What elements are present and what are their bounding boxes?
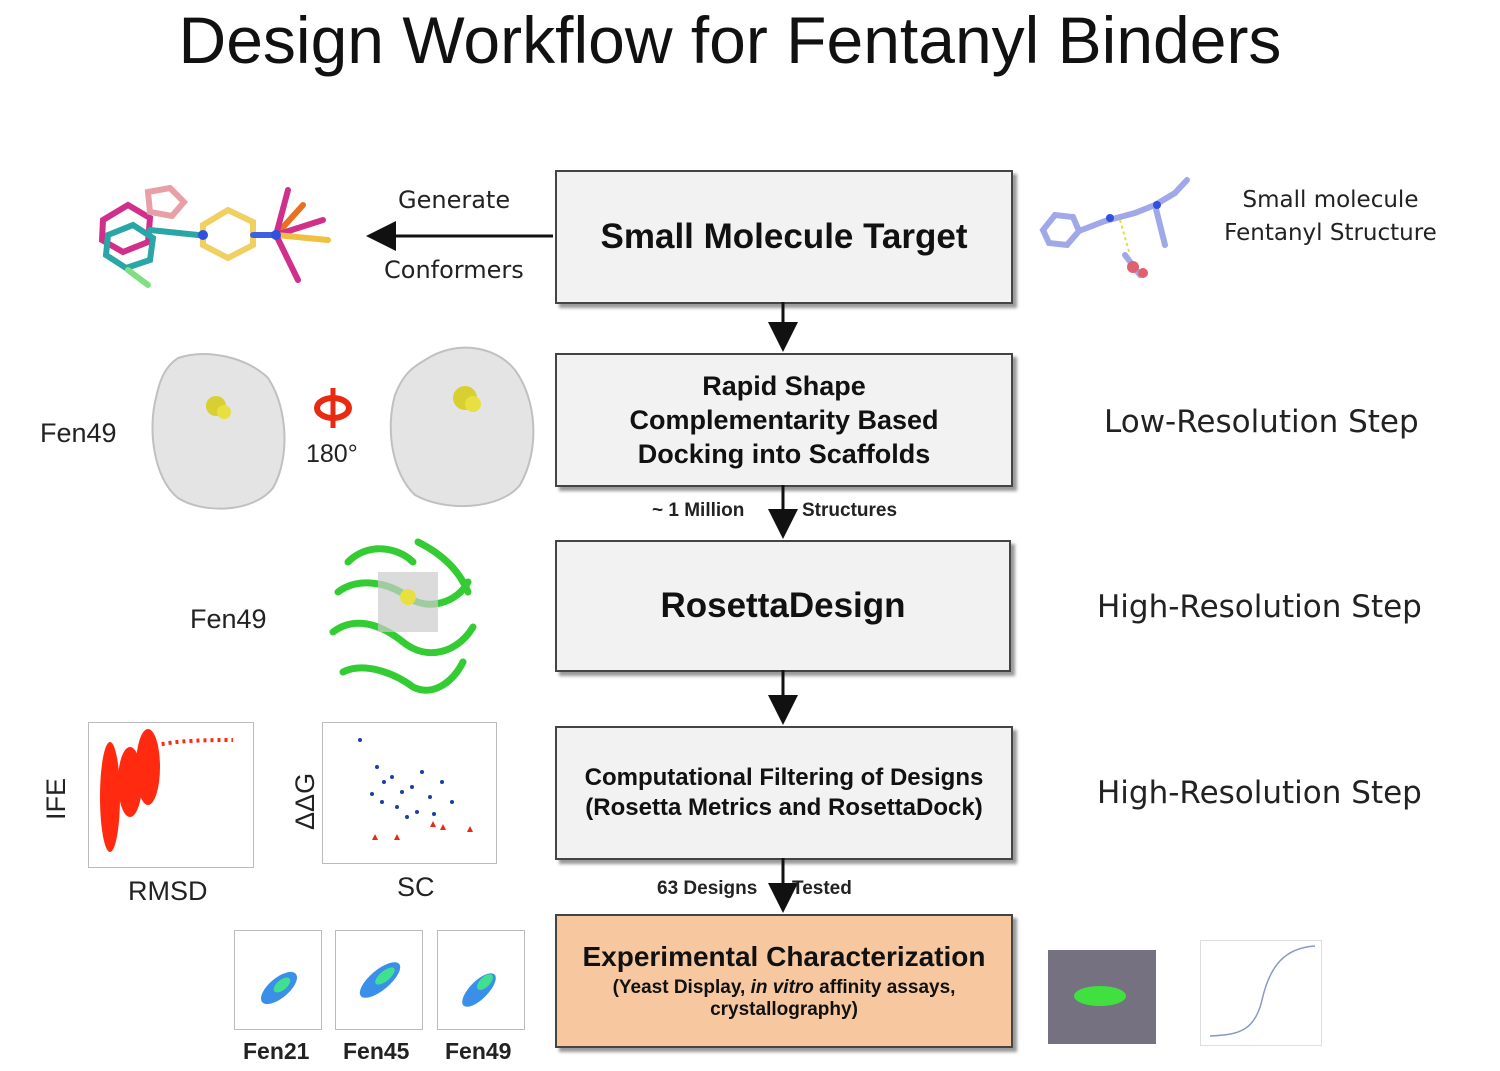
low-resolution-label: Low-Resolution Step bbox=[1104, 404, 1419, 440]
rotation-label: 180° bbox=[306, 440, 358, 468]
flow-label-fen45: Fen45 bbox=[343, 1038, 410, 1064]
structures-label: Structures bbox=[802, 500, 898, 521]
rosettadesign-protein-image bbox=[329, 538, 477, 694]
page-title: Design Workflow for Fentanyl Binders bbox=[178, 3, 1282, 77]
fen49-label-design: Fen49 bbox=[190, 604, 267, 634]
step-label: Experimental Characterization bbox=[582, 941, 986, 972]
protein-surface-back bbox=[389, 346, 535, 508]
step-sublabel-line2: crystallography) bbox=[710, 999, 858, 1020]
conformers-label: Conformers bbox=[384, 256, 524, 284]
flow-plot-fen49 bbox=[437, 930, 525, 1030]
flow-label-fen49: Fen49 bbox=[445, 1038, 512, 1064]
high-resolution-label-2: High-Resolution Step bbox=[1097, 775, 1422, 811]
fentanyl-structure-image bbox=[1039, 177, 1190, 278]
step-label-line: Complementarity Based bbox=[629, 405, 939, 435]
step-label-line: Docking into Scaffolds bbox=[637, 439, 931, 469]
flow-plot-fen21 bbox=[234, 930, 322, 1030]
binding-curve-plot bbox=[1200, 940, 1322, 1046]
step-label-line: Rapid Shape bbox=[702, 371, 866, 401]
step-sublabel: (Yeast Display, in vitro affinity assays… bbox=[612, 977, 956, 998]
step-label-line: Computational Filtering of Designs bbox=[584, 764, 984, 791]
rmsd-label: RMSD bbox=[128, 876, 208, 906]
generate-label: Generate bbox=[398, 186, 511, 214]
flow-label-fen21: Fen21 bbox=[243, 1038, 310, 1064]
tested-label: Tested bbox=[792, 878, 852, 899]
step-experimental-characterization: Experimental Characterization (Yeast Dis… bbox=[555, 914, 1013, 1048]
ife-rmsd-scatter bbox=[88, 722, 254, 868]
conformers-image bbox=[98, 184, 331, 288]
designs-label: 63 Designs bbox=[657, 878, 758, 899]
high-resolution-label-1: High-Resolution Step bbox=[1097, 589, 1422, 625]
ddg-label: ΔΔG bbox=[290, 772, 320, 830]
small-molecule-label: Small molecule Fentanyl Structure bbox=[1224, 187, 1437, 246]
million-label: ~ 1 Million bbox=[652, 500, 745, 521]
protein-surface-front bbox=[151, 353, 286, 510]
fen49-label-docking: Fen49 bbox=[40, 418, 117, 448]
step-label-line: (Rosetta Metrics and RosettaDock) bbox=[585, 794, 983, 821]
crystal-image bbox=[1048, 950, 1156, 1044]
step-rosettadesign: RosettaDesign bbox=[555, 540, 1011, 672]
rotation-icon bbox=[314, 388, 352, 428]
step-label: RosettaDesign bbox=[660, 586, 906, 625]
step-small-molecule-target: Small Molecule Target bbox=[555, 170, 1013, 304]
step-docking: Rapid Shape Complementarity Based Dockin… bbox=[555, 353, 1013, 487]
step-label: Small Molecule Target bbox=[600, 217, 968, 256]
ife-label: IFE bbox=[41, 777, 71, 820]
flow-plot-fen45 bbox=[335, 930, 423, 1030]
sc-label: SC bbox=[397, 872, 435, 902]
ddg-sc-scatter bbox=[322, 722, 497, 864]
step-computational-filtering: Computational Filtering of Designs (Rose… bbox=[555, 726, 1013, 860]
